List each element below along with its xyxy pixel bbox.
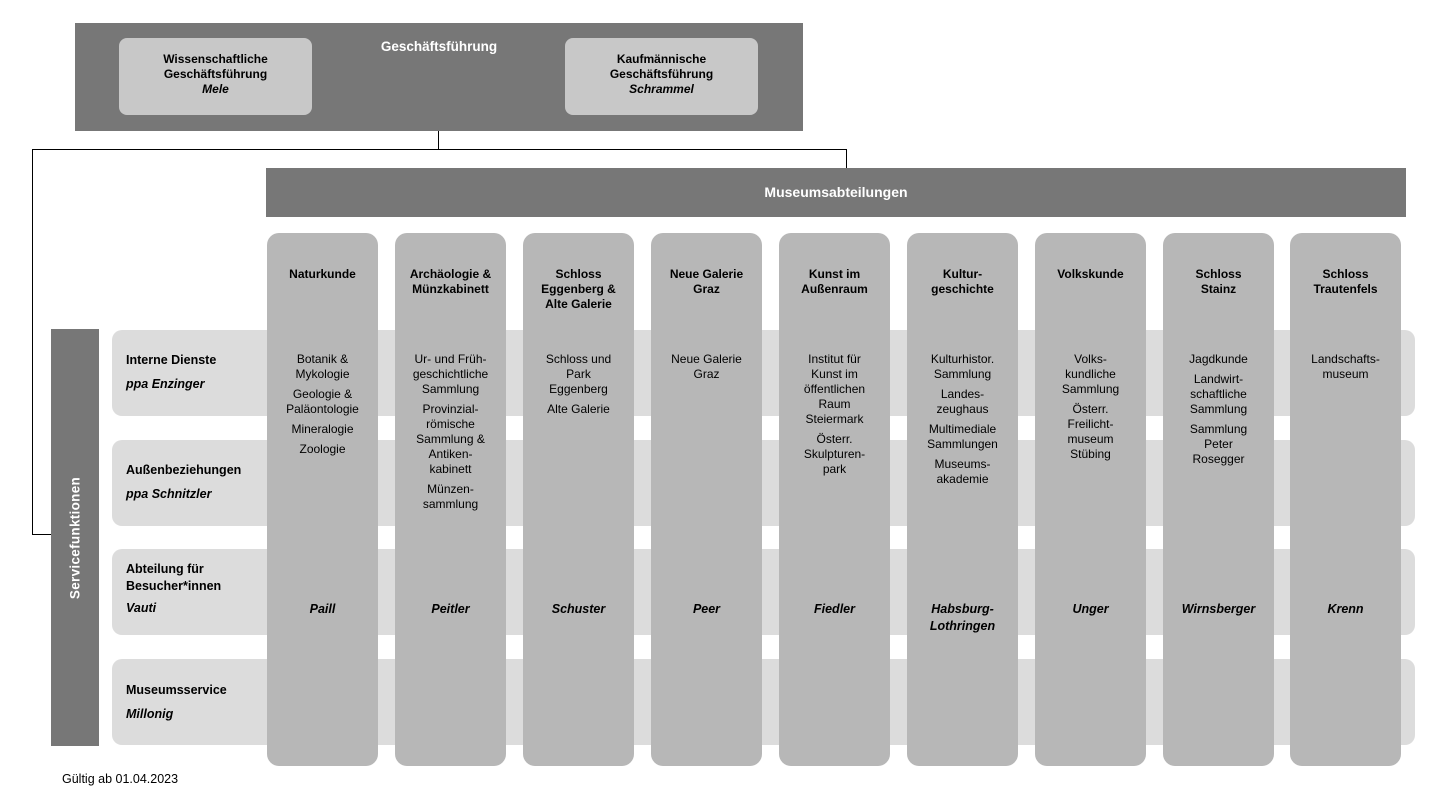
service-functions-sidebar: Servicefunktionen (51, 329, 99, 746)
department-column: Archäologie & Münzkabinett Ur- und Früh-… (395, 233, 506, 766)
commercial-management-name: Schrammel (629, 82, 694, 96)
department-head: Wirnsberger (1181, 602, 1256, 616)
department-column: Schloss Eggenberg & Alte Galerie Schloss… (523, 233, 634, 766)
management-title: Geschäftsführung (380, 39, 498, 54)
service-visitors: Abteilung für Besucher*innen Vauti (126, 561, 221, 617)
service-head: ppa Schnitzler (126, 487, 212, 501)
department-column: Kunst im Außenraum Institut für Kunst im… (779, 233, 890, 766)
scientific-management-role: Wissenschaftliche Geschäftsführung (163, 52, 268, 81)
department-head: Unger (1072, 602, 1109, 616)
service-external: Außenbeziehungen ppa Schnitzler (126, 458, 241, 506)
department-column: Volkskunde Volks- kundliche Sammlung Öst… (1035, 233, 1146, 766)
department-title: Schloss Trautenfels (1313, 267, 1378, 296)
department-item: Volks- kundliche Sammlung (1061, 352, 1120, 396)
department-head: Schuster (551, 602, 606, 616)
connector-line (32, 149, 847, 150)
department-head: Peer (692, 602, 721, 616)
service-internal: Interne Dienste ppa Enzinger (126, 348, 216, 396)
service-label: Abteilung für Besucher*innen (126, 562, 222, 593)
department-title: Volkskunde (1057, 267, 1124, 281)
department-title: Schloss Stainz (1195, 267, 1242, 296)
department-item: Kulturhistor. Sammlung (930, 352, 995, 381)
department-item: Provinzial- römische Sammlung & Antiken-… (416, 402, 485, 476)
department-items: Botanik & Mykologie Geologie & Paläontol… (267, 352, 378, 462)
department-items: Kulturhistor. Sammlung Landes- zeughaus … (907, 352, 1018, 492)
department-items: Neue Galerie Graz (651, 352, 762, 387)
department-item: Mineralogie (291, 422, 354, 436)
department-title: Archäologie & Münzkabinett (409, 267, 492, 296)
department-title: Kultur- geschichte (931, 267, 994, 296)
department-items: Volks- kundliche Sammlung Österr. Freili… (1035, 352, 1146, 467)
department-item: Sammlung Peter Rosegger (1189, 422, 1248, 466)
department-item: Ur- und Früh- geschichtliche Sammlung (412, 352, 489, 396)
department-item: Alte Galerie (547, 402, 610, 416)
department-items: Institut für Kunst im öffentlichen Raum … (779, 352, 890, 482)
museum-departments-header: Museumsabteilungen (266, 168, 1406, 217)
department-item: Landwirt- schaftliche Sammlung (1189, 372, 1248, 416)
department-head: Habsburg- Lothringen (929, 602, 996, 633)
department-column: Neue Galerie Graz Neue Galerie Graz Peer (651, 233, 762, 766)
service-head: Vauti (126, 601, 157, 615)
service-label: Museumsservice (126, 683, 227, 697)
connector-line (32, 149, 33, 535)
department-items: Ur- und Früh- geschichtliche Sammlung Pr… (395, 352, 506, 517)
department-item: Geologie & Paläontologie (286, 387, 359, 416)
department-items: Jagdkunde Landwirt- schaftliche Sammlung… (1163, 352, 1274, 472)
department-column: Naturkunde Botanik & Mykologie Geologie … (267, 233, 378, 766)
department-item: Österr. Freilicht- museum Stübing (1067, 402, 1114, 461)
department-column: Schloss Trautenfels Landschafts- museum … (1290, 233, 1401, 766)
commercial-management-role: Kaufmännische Geschäftsführung (609, 52, 714, 81)
department-title: Kunst im Außenraum (801, 267, 868, 296)
department-column: Kultur- geschichte Kulturhistor. Sammlun… (907, 233, 1018, 766)
service-head: Millonig (126, 707, 174, 721)
department-title: Schloss Eggenberg & Alte Galerie (541, 267, 616, 311)
department-item: Landschafts- museum (1311, 352, 1380, 381)
department-item: Multimediale Sammlungen (927, 422, 998, 451)
management-box: Geschäftsführung Wissenschaftliche Gesch… (75, 23, 803, 131)
department-item: Münzen- sammlung (422, 482, 479, 511)
service-label: Interne Dienste (126, 353, 217, 367)
service-functions-title: Servicefunktionen (67, 476, 83, 599)
commercial-management-box: Kaufmännische Geschäftsführung Schrammel (565, 38, 758, 115)
department-item: Neue Galerie Graz (671, 352, 742, 381)
department-item: Institut für Kunst im öffentlichen Raum … (803, 352, 866, 426)
department-head: Paill (309, 602, 336, 616)
department-head: Peitler (431, 602, 470, 616)
department-item: Museums- akademie (934, 457, 991, 486)
department-items: Landschafts- museum (1290, 352, 1401, 387)
scientific-management-name: Mele (202, 82, 229, 96)
department-column: Schloss Stainz Jagdkunde Landwirt- schaf… (1163, 233, 1274, 766)
connector-line (32, 534, 51, 535)
scientific-management-box: Wissenschaftliche Geschäftsführung Mele (119, 38, 312, 115)
department-head: Fiedler (814, 602, 855, 616)
department-title: Naturkunde (289, 267, 356, 281)
service-head: ppa Enzinger (126, 377, 205, 391)
department-item: Botanik & Mykologie (295, 352, 350, 381)
department-item: Schloss und Park Eggenberg (545, 352, 612, 396)
department-item: Österr. Skulpturen- park (803, 432, 866, 476)
department-item: Jagdkunde (1189, 352, 1248, 366)
connector-line (846, 149, 847, 168)
valid-from-note: Gültig ab 01.04.2023 (62, 772, 179, 786)
service-museumsservice: Museumsservice Millonig (126, 678, 227, 726)
department-title: Neue Galerie Graz (669, 267, 744, 296)
department-item: Landes- zeughaus (936, 387, 989, 416)
service-label: Außenbeziehungen (126, 463, 242, 477)
department-item: Zoologie (299, 442, 346, 456)
connector-line (438, 131, 439, 149)
department-head: Krenn (1327, 602, 1364, 616)
department-items: Schloss und Park Eggenberg Alte Galerie (523, 352, 634, 422)
